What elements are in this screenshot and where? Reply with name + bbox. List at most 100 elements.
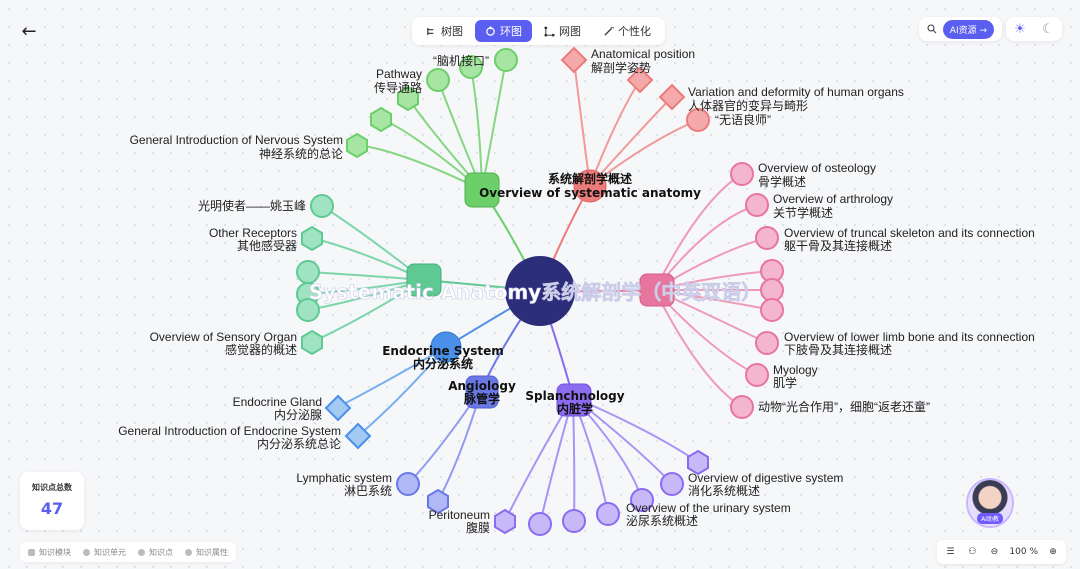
sun-icon[interactable]: ☀ [1014,21,1026,37]
leaf-node[interactable] [755,226,779,250]
ring-icon [486,26,495,36]
locomotor-branch: Overview of osteology 骨学概述 Overview of a… [639,161,1035,419]
leaf-label: 内分泌腺 [274,408,322,422]
leaf-node[interactable] [346,132,368,159]
leaf-label: Other Receptors [209,226,297,240]
leaf-node[interactable] [755,331,779,355]
leaf-node[interactable] [745,193,769,217]
module-node-sensory[interactable] [406,263,442,297]
leaf-label: “脑机接口” [433,53,489,68]
tab-custom[interactable]: 个性化 [593,20,661,42]
leaf-label: Anatomical position [591,47,695,61]
tab-ring[interactable]: 环图 [475,20,532,42]
leaf-node[interactable] [660,472,684,496]
leaf-label: General Introduction of Endocrine System [118,424,341,438]
square-icon [28,548,35,556]
leaf-label: Overview of the urinary system [626,501,791,515]
leaf-node[interactable] [494,48,518,72]
search-icon[interactable] [927,24,937,34]
leaf-node[interactable] [324,394,352,422]
leaf-label: 消化系统概述 [688,484,760,498]
leaf-node[interactable] [596,502,620,526]
splanchnology-branch: Overview of digestive system 消化系统概述 Over… [494,383,843,536]
list-icon[interactable]: ☰ [946,547,955,557]
tab-network[interactable]: 网图 [534,20,591,42]
leaf-label: Overview of Sensory Organ [150,330,297,344]
module-label: 内脏学 [557,401,593,416]
module-node-splanchnology[interactable] [556,383,592,417]
zoom-in-icon[interactable]: ⊕ [1049,547,1057,557]
leaf-label: General Introduction of Nervous System [130,133,343,147]
leaf-label: 神经系统的总论 [259,146,343,161]
back-arrow-icon[interactable]: ← [21,20,37,42]
leaf-label: Overview of digestive system [688,471,843,485]
leaf-node[interactable] [494,508,516,535]
leaf-node[interactable] [687,449,709,476]
leaf-node[interactable] [630,488,654,512]
leaf-label: Peritoneum [429,508,490,522]
center-node[interactable] [505,256,575,326]
leaf-node[interactable] [686,108,710,132]
legend-item-attribute[interactable]: 知识属性 [185,547,228,558]
endocrine-branch: Endocrine Gland 内分泌腺 General Introductio… [118,331,504,451]
tab-custom-label: 个性化 [618,25,651,38]
leaf-node[interactable] [396,472,420,496]
legend-label: 知识模块 [39,547,71,557]
ai-resources-button[interactable]: AI资源 → [942,19,994,39]
leaf-node[interactable] [760,278,784,302]
legend-item-point[interactable]: 知识点 [138,547,173,558]
tree-icon [427,27,434,35]
leaf-node[interactable] [730,162,754,186]
magic-wand-icon [604,26,614,36]
zoom-out-icon[interactable]: ⊖ [990,547,999,557]
leaf-node[interactable] [301,329,323,356]
tab-network-label: 网图 [559,25,581,38]
leaf-node[interactable] [301,225,323,252]
leaf-node[interactable] [745,363,769,387]
legend-item-module[interactable]: 知识模块 [28,547,71,558]
leaf-node[interactable] [296,298,320,322]
ai-assistant-avatar[interactable]: AI助教 [968,480,1012,526]
tab-tree-label: 树图 [441,25,463,38]
legend-item-unit[interactable]: 知识单元 [83,547,126,558]
leaf-node[interactable] [528,512,552,536]
leaf-node[interactable] [427,488,449,515]
knowledge-count-card: 知识点总数 47 [20,472,84,530]
module-node-nervous[interactable] [464,172,500,208]
leaf-label: Overview of arthrology [773,192,893,206]
leaf-node[interactable] [760,298,784,322]
leaf-node[interactable] [560,46,588,74]
assistant-label: AI助教 [977,513,1003,524]
count-label: 知识点总数 [32,483,72,492]
leaf-label: Overview of truncal skeleton and its con… [784,226,1035,240]
leaf-node[interactable] [310,194,334,218]
leaf-label: 人体器官的变异与畸形 [688,98,808,113]
zoom-level: 100 % [1009,547,1038,557]
leaf-node[interactable] [370,106,392,133]
count-value: 47 [40,499,64,518]
leaf-label: Overview of lower limb bone and its conn… [784,330,1035,344]
leaf-label: 动物“光合作用”，细胞“返老还童” [758,399,930,414]
module-label: 系统解剖学概述 [548,171,632,186]
systematic-branch: Anatomical position 解剖学姿势 Variation and … [479,46,904,203]
module-node-systematic[interactable] [573,169,607,203]
module-node-locomotor[interactable] [639,273,675,307]
leaf-node[interactable] [426,68,450,92]
legend-label: 知识属性 [196,547,228,557]
leaf-node[interactable] [730,395,754,419]
module-node-endocrine[interactable] [430,331,462,363]
leaf-node[interactable] [397,85,419,112]
moon-icon[interactable]: ☾ [1042,21,1054,37]
leaf-node[interactable] [626,66,654,94]
module-node-angiology[interactable] [465,375,499,409]
leaf-label: 腹膜 [466,521,490,535]
leaf-node[interactable] [658,83,686,111]
layout-icon[interactable]: ⚇ [968,547,977,557]
tab-tree[interactable]: 树图 [416,20,473,42]
leaf-node[interactable] [459,55,483,79]
leaf-node[interactable] [344,422,372,450]
leaf-label: Pathway [376,67,422,81]
leaf-node[interactable] [562,509,586,533]
leaf-label: 其他感受器 [237,238,297,253]
